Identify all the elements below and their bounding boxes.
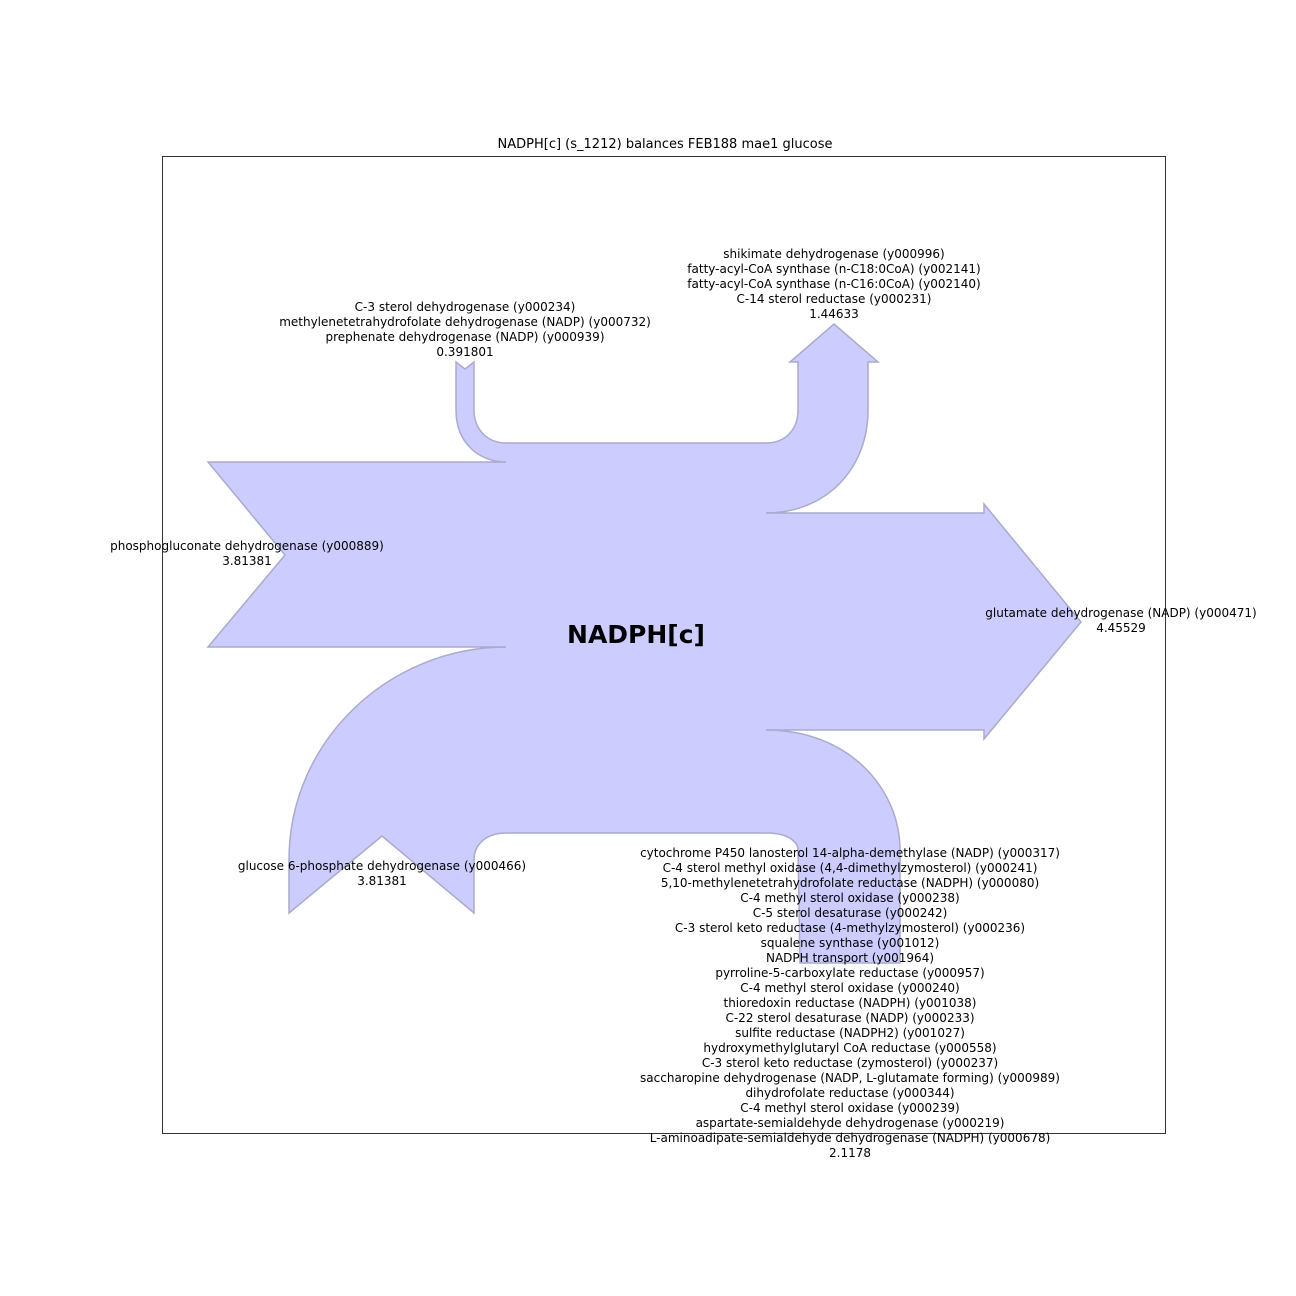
flow-label-left-in: phosphogluconate dehydrogenase (y000889)… (97, 539, 397, 569)
flow-reaction-label: glutamate dehydrogenase (NADP) (y000471) (985, 606, 1257, 620)
flow-reaction-label: fatty-acyl-CoA synthase (n-C16:0CoA) (y0… (687, 277, 981, 291)
flow-reaction-label: C-3 sterol keto reductase (4-methylzymos… (674, 921, 1026, 935)
flow-label-bottom-out: cytochrome P450 lanosterol 14-alpha-deme… (620, 846, 1080, 1161)
flow-reaction-label: C-4 methyl sterol oxidase (y000240) (740, 981, 960, 995)
flow-value: 3.81381 (222, 554, 272, 568)
flow-reaction-label: aspartate-semialdehyde dehydrogenase (y0… (695, 1116, 1005, 1130)
flow-reaction-label: NADPH transport (y001964) (765, 951, 935, 965)
node-label: NADPH[c] (567, 620, 705, 649)
flow-reaction-label: C-3 sterol dehydrogenase (y000234) (354, 300, 576, 314)
chart-title: NADPH[c] (s_1212) balances FEB188 mae1 g… (497, 137, 833, 152)
flow-reaction-label: prephenate dehydrogenase (NADP) (y000939… (325, 330, 605, 344)
flow-label-right-out: glutamate dehydrogenase (NADP) (y000471)… (976, 606, 1266, 636)
flow-reaction-label: C-3 sterol keto reductase (zymosterol) (… (701, 1056, 999, 1070)
flow-reaction-label: squalene synthase (y001012) (760, 936, 940, 950)
flow-reaction-label: thioredoxin reductase (NADPH) (y001038) (723, 996, 977, 1010)
flow-label-bottom-in: glucose 6-phosphate dehydrogenase (y0004… (222, 859, 542, 889)
flow-reaction-label: C-14 sterol reductase (y000231) (736, 292, 932, 306)
flow-value: 2.1178 (829, 1146, 871, 1160)
flow-reaction-label: C-4 methyl sterol oxidase (y000238) (740, 891, 960, 905)
flow-reaction-label: cytochrome P450 lanosterol 14-alpha-deme… (640, 846, 1060, 860)
flow-reaction-label: C-4 sterol methyl oxidase (4,4-dimethylz… (662, 861, 1038, 875)
flow-reaction-label: C-4 methyl sterol oxidase (y000239) (740, 1101, 960, 1115)
flow-value: 1.44633 (809, 307, 859, 321)
flow-reaction-label: phosphogluconate dehydrogenase (y000889) (110, 539, 384, 553)
flow-reaction-label: L-aminoadipate-semialdehyde dehydrogenas… (649, 1131, 1051, 1145)
flow-reaction-label: dihydrofolate reductase (y000344) (745, 1086, 955, 1100)
flow-reaction-label: shikimate dehydrogenase (y000996) (723, 247, 945, 261)
flow-reaction-label: methylenetetrahydrofolate dehydrogenase … (279, 315, 651, 329)
flow-reaction-label: saccharopine dehydrogenase (NADP, L-glut… (640, 1071, 1060, 1085)
flow-reaction-label: pyrroline-5-carboxylate reductase (y0009… (715, 966, 985, 980)
flow-label-top-small: C-3 sterol dehydrogenase (y000234) methy… (265, 300, 665, 360)
flow-label-top-large: shikimate dehydrogenase (y000996) fatty-… (634, 247, 1034, 322)
flow-reaction-label: 5,10-methylenetetrahydrofolate reductase… (660, 876, 1040, 890)
flow-value: 4.45529 (1096, 621, 1146, 635)
flow-reaction-label: C-22 sterol desaturase (NADP) (y000233) (725, 1011, 975, 1025)
flow-reaction-label: sulfite reductase (NADPH2) (y001027) (735, 1026, 965, 1040)
flow-reaction-label: C-5 sterol desaturase (y000242) (752, 906, 948, 920)
flow-reaction-label: glucose 6-phosphate dehydrogenase (y0004… (237, 859, 527, 873)
plot-frame (162, 156, 1166, 1134)
sankey-flow-shape (206, 323, 1082, 964)
flow-value: 0.391801 (436, 345, 494, 359)
flow-value: 3.81381 (357, 874, 407, 888)
flow-reaction-label: fatty-acyl-CoA synthase (n-C18:0CoA) (y0… (687, 262, 981, 276)
flow-reaction-label: hydroxymethylglutaryl CoA reductase (y00… (703, 1041, 997, 1055)
